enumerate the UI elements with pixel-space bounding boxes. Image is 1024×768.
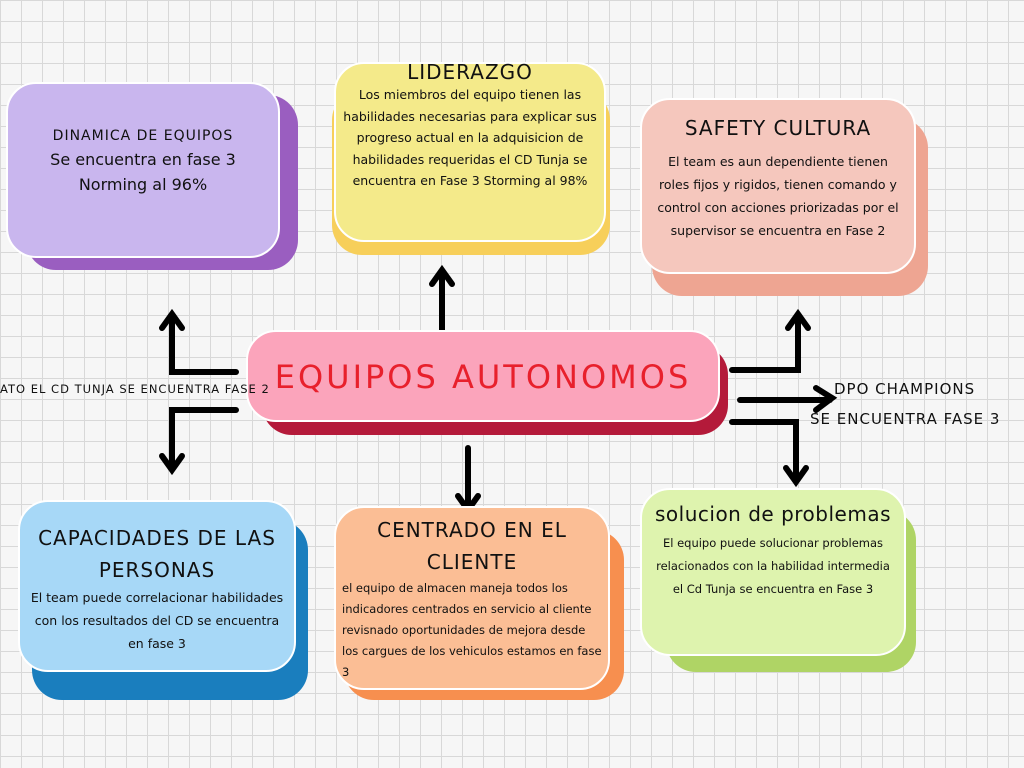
- dinamica-card: DINAMICA DE EQUIPOS Se encuentra en fase…: [6, 82, 280, 258]
- liderazgo-title: LIDERAZGO: [407, 60, 533, 84]
- center-title: EQUIPOS AUTONOMOS: [274, 358, 692, 396]
- safety-title: SAFETY CULTURA: [684, 116, 872, 140]
- problemas-body: El equipo puede solucionar problemas rel…: [656, 536, 890, 596]
- capacidades-card: CAPACIDADES DE LAS PERSONAS El team pued…: [18, 500, 296, 672]
- safety-body: El team es aun dependiente tienen roles …: [657, 154, 899, 238]
- left-label: ATO EL CD TUNJA SE ENCUENTRA FASE 2: [0, 382, 270, 396]
- capacidades-title: CAPACIDADES DE LAS PERSONAS: [38, 526, 276, 582]
- dinamica-line1: Se encuentra en fase 3: [50, 150, 236, 169]
- liderazgo-card: LIDERAZGO Los miembros del equipo tienen…: [334, 60, 606, 242]
- liderazgo-body: Los miembros del equipo tienen las habil…: [343, 87, 597, 188]
- cliente-title: CENTRADO EN EL CLIENTE: [377, 518, 567, 574]
- problemas-title: solucion de problemas: [655, 502, 891, 526]
- dinamica-line2: Norming al 96%: [78, 175, 208, 194]
- center-card: EQUIPOS AUTONOMOS: [246, 330, 720, 422]
- cliente-body: el equipo de almacen maneja todos los in…: [342, 581, 602, 679]
- dpo-line1: DPO CHAMPIONS: [834, 380, 976, 398]
- dpo-line2: SE ENCUENTRA FASE 3: [810, 410, 1001, 428]
- safety-card: SAFETY CULTURA El team es aun dependient…: [640, 98, 916, 274]
- problemas-card: solucion de problemas El equipo puede so…: [640, 488, 906, 656]
- cliente-card: CENTRADO EN EL CLIENTE el equipo de alma…: [334, 506, 610, 690]
- capacidades-body: El team puede correlacionar habilidades …: [30, 590, 284, 651]
- dinamica-title: DINAMICA DE EQUIPOS: [52, 128, 234, 144]
